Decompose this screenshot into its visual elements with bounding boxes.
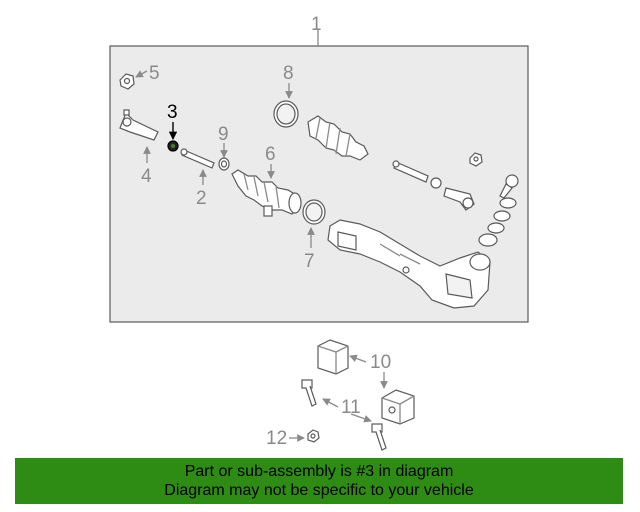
boot-right[interactable]: [307, 115, 369, 161]
info-banner: Part or sub-assembly is #3 in diagram Di…: [15, 458, 623, 504]
nut-right[interactable]: [469, 152, 483, 167]
callout-3[interactable]: 3: [167, 102, 178, 123]
bolt-part-11a[interactable]: [301, 379, 317, 407]
callout-8[interactable]: 8: [283, 63, 294, 84]
banner-line-1: Part or sub-assembly is #3 in diagram: [184, 463, 454, 480]
boot-part-6[interactable]: [231, 169, 302, 217]
callout-6[interactable]: 6: [265, 144, 276, 165]
callout-10[interactable]: 10: [370, 352, 391, 373]
callout-7[interactable]: 7: [304, 251, 315, 272]
banner-line-2: Diagram may not be specific to your vehi…: [164, 482, 474, 499]
callout-9[interactable]: 9: [218, 124, 229, 145]
clamp-part-9[interactable]: [218, 157, 230, 171]
leader-11b: [350, 413, 372, 423]
inner-tie-rod-right[interactable]: [392, 160, 442, 189]
rack-housing[interactable]: [327, 219, 491, 309]
callout-11[interactable]: 11: [341, 397, 361, 418]
clamp-ring-part-7[interactable]: [302, 199, 326, 225]
leader-10: [349, 354, 367, 363]
washer-stack[interactable]: [478, 197, 517, 247]
tie-rod-end-part-4[interactable]: [119, 109, 159, 141]
inner-tie-rod-part-2[interactable]: [180, 148, 215, 169]
callout-12[interactable]: 12: [266, 428, 287, 449]
nut-part-12[interactable]: [307, 429, 320, 443]
leader-11: [322, 398, 339, 408]
bracket-part-10a[interactable]: [317, 339, 349, 375]
ball-joint[interactable]: [499, 174, 519, 199]
bracket-part-10b[interactable]: [381, 389, 415, 425]
callout-1[interactable]: 1: [311, 14, 322, 35]
clamp-ring-part-8[interactable]: [273, 100, 299, 128]
jam-nut-part-3[interactable]: [167, 140, 179, 152]
bolt-part-11b[interactable]: [371, 423, 387, 451]
callout-4[interactable]: 4: [141, 166, 152, 187]
callout-5[interactable]: 5: [149, 63, 160, 84]
leader-5: [135, 70, 148, 78]
nut-part-5[interactable]: [119, 73, 135, 90]
tie-rod-end-right[interactable]: [443, 187, 475, 211]
callout-2[interactable]: 2: [196, 188, 207, 209]
